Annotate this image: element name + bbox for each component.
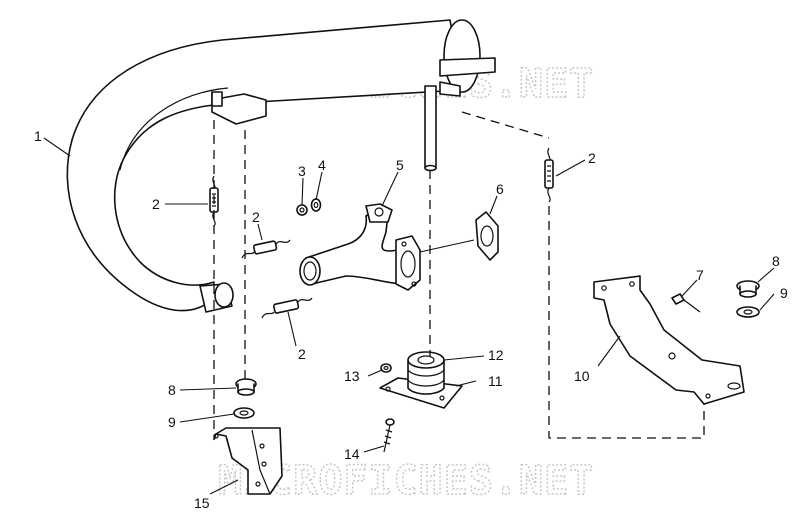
callout-14: 14 — [344, 446, 360, 462]
callout-8: 8 — [168, 382, 176, 398]
nut-part-3 — [296, 204, 308, 216]
callout-7: 7 — [696, 267, 704, 283]
muffler-bracket-right — [439, 57, 496, 97]
gasket-part-6 — [475, 211, 499, 261]
callout-8: 8 — [772, 253, 780, 269]
leader-lines — [43, 137, 775, 495]
callout-12: 12 — [488, 347, 504, 363]
callout-15: 15 — [194, 495, 210, 511]
callout-2: 2 — [152, 196, 160, 212]
callout-9: 9 — [780, 285, 788, 301]
mount-post — [424, 85, 437, 172]
callout-6: 6 — [496, 181, 504, 197]
assembly-lines — [213, 111, 705, 441]
washer-part-9-right — [736, 306, 760, 318]
bracket-part-15 — [213, 427, 283, 495]
callout-2: 2 — [298, 346, 306, 362]
y-pipe-part-5 — [299, 203, 421, 291]
callout-9: 9 — [168, 414, 176, 430]
grommet-part-8-left — [235, 378, 257, 396]
screw-part-14 — [383, 418, 395, 453]
callout-4: 4 — [318, 157, 326, 173]
callout-2: 2 — [588, 150, 596, 166]
washer-part-4 — [310, 198, 322, 212]
callout-11: 11 — [488, 373, 503, 389]
callout-3: 3 — [298, 163, 306, 179]
cotter-pin-part-7 — [671, 293, 701, 313]
spring-2-middle — [241, 239, 291, 259]
callout-2: 2 — [252, 209, 260, 225]
washer-part-9-left — [233, 407, 255, 419]
bracket-part-10 — [593, 275, 745, 405]
muffler-bracket-left — [211, 91, 267, 125]
callout-1: 1 — [34, 128, 42, 144]
callout-10: 10 — [574, 368, 590, 384]
callout-labels: 1 2 2 2 2 3 4 5 6 7 8 8 9 9 10 11 12 13 … — [34, 128, 788, 511]
callout-13: 13 — [344, 368, 360, 384]
spring-2-right — [544, 147, 554, 203]
grommet-part-8-right — [736, 280, 760, 298]
callout-5: 5 — [396, 157, 404, 173]
washer-part-13 — [380, 363, 392, 373]
spring-2-lower — [261, 297, 313, 319]
rubber-mount-part-12 — [407, 351, 445, 395]
